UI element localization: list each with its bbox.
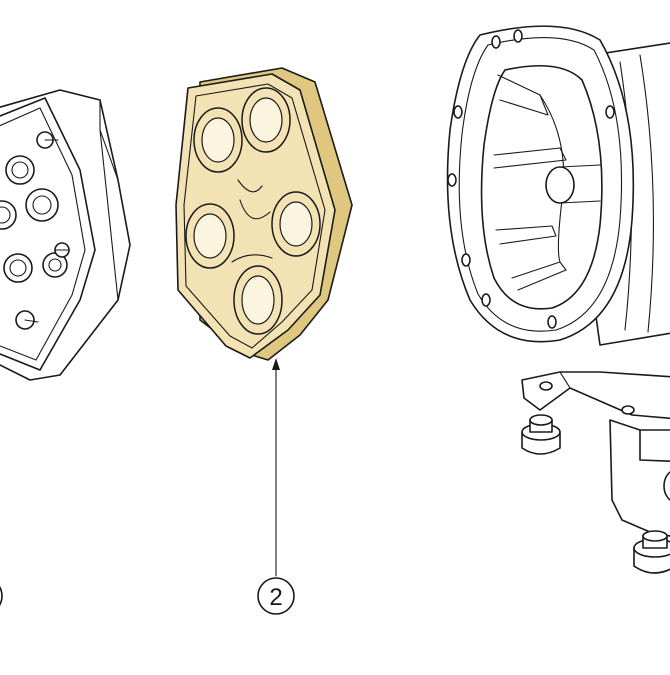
- gasket-hole: [272, 192, 320, 256]
- gasket-hole: [234, 266, 282, 334]
- gasket-hole: [194, 108, 242, 172]
- mounting-bracket: [522, 372, 670, 573]
- housing-part: [448, 26, 670, 345]
- rubber-foot: [634, 531, 670, 573]
- gasket-hole: [186, 204, 234, 268]
- gasket-hole: [242, 88, 290, 152]
- socket-insert-part: [0, 90, 130, 614]
- callout-2: 2: [258, 358, 294, 614]
- callout-number: 2: [269, 584, 282, 611]
- leader-arrowhead: [272, 358, 280, 370]
- cropped-callout: [0, 578, 2, 614]
- gasket-part: [176, 68, 352, 360]
- rubber-foot: [522, 415, 560, 454]
